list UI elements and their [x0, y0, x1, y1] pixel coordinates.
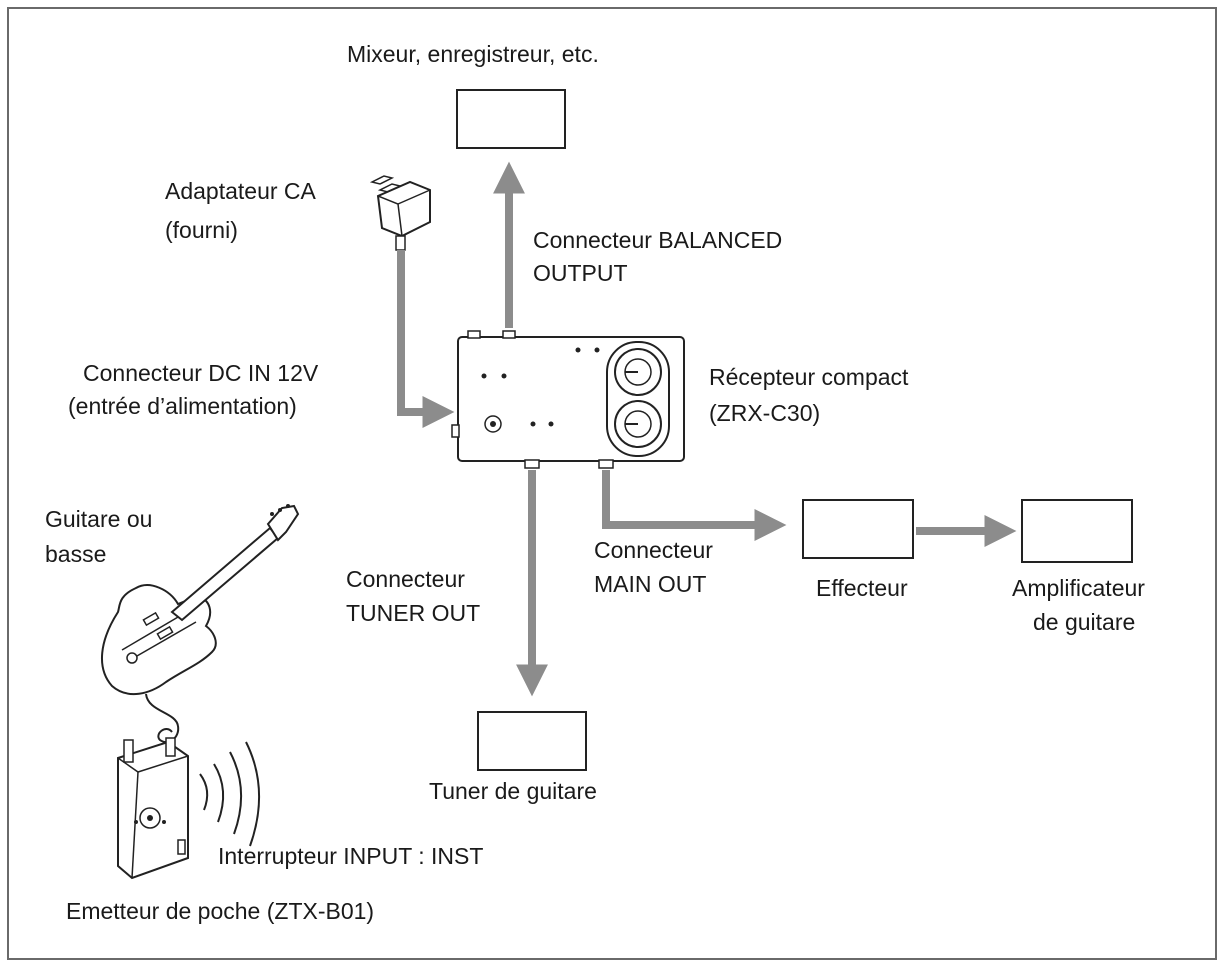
- label-guitar: Guitare ou: [45, 506, 152, 532]
- wireless-signal-icon: [199, 741, 261, 847]
- label-balanced-output: Connecteur BALANCED: [533, 227, 782, 253]
- mixer-box: [456, 89, 566, 149]
- label-transmitter: Emetteur de poche (ZTX-B01): [66, 898, 374, 924]
- label-tuner: Tuner de guitare: [429, 778, 597, 804]
- label-receiver: Récepteur compact: [709, 364, 909, 390]
- label-amplifier: Amplificateur: [1012, 575, 1145, 601]
- label-main-out: Connecteur: [594, 537, 713, 563]
- effector-box: [802, 499, 914, 559]
- arrow-dc-in: [397, 250, 455, 428]
- arrow-main-out: [602, 470, 787, 541]
- label-input-switch: Interrupteur INPUT : INST: [218, 843, 483, 869]
- label-tuner-out: Connecteur: [346, 566, 465, 592]
- label-tuner-out-2: TUNER OUT: [346, 600, 480, 626]
- tuner-box: [477, 711, 587, 771]
- diagram-frame: [7, 7, 1217, 960]
- ac-adapter-device: [369, 175, 431, 251]
- guitar-illustration: [101, 504, 300, 744]
- amplifier-box: [1021, 499, 1133, 563]
- label-ac-adapter-note: (fourni): [165, 217, 238, 243]
- label-amplifier-2: de guitare: [1033, 609, 1135, 635]
- label-effector: Effecteur: [816, 575, 908, 601]
- transmitter-device: [117, 737, 189, 880]
- label-dc-in-2: (entrée d’alimentation): [68, 393, 297, 419]
- label-ac-adapter: Adaptateur CA: [165, 178, 317, 204]
- connection-arrows: [397, 161, 1017, 697]
- label-main-out-2: MAIN OUT: [594, 571, 706, 597]
- label-balanced-output-2: OUTPUT: [533, 260, 628, 286]
- label-mixer: Mixeur, enregistreur, etc.: [347, 41, 599, 67]
- receiver-device: [451, 330, 685, 469]
- label-receiver-2: (ZRX-C30): [709, 400, 820, 426]
- label-guitar-2: basse: [45, 541, 106, 567]
- label-dc-in: Connecteur DC IN 12V: [83, 360, 319, 386]
